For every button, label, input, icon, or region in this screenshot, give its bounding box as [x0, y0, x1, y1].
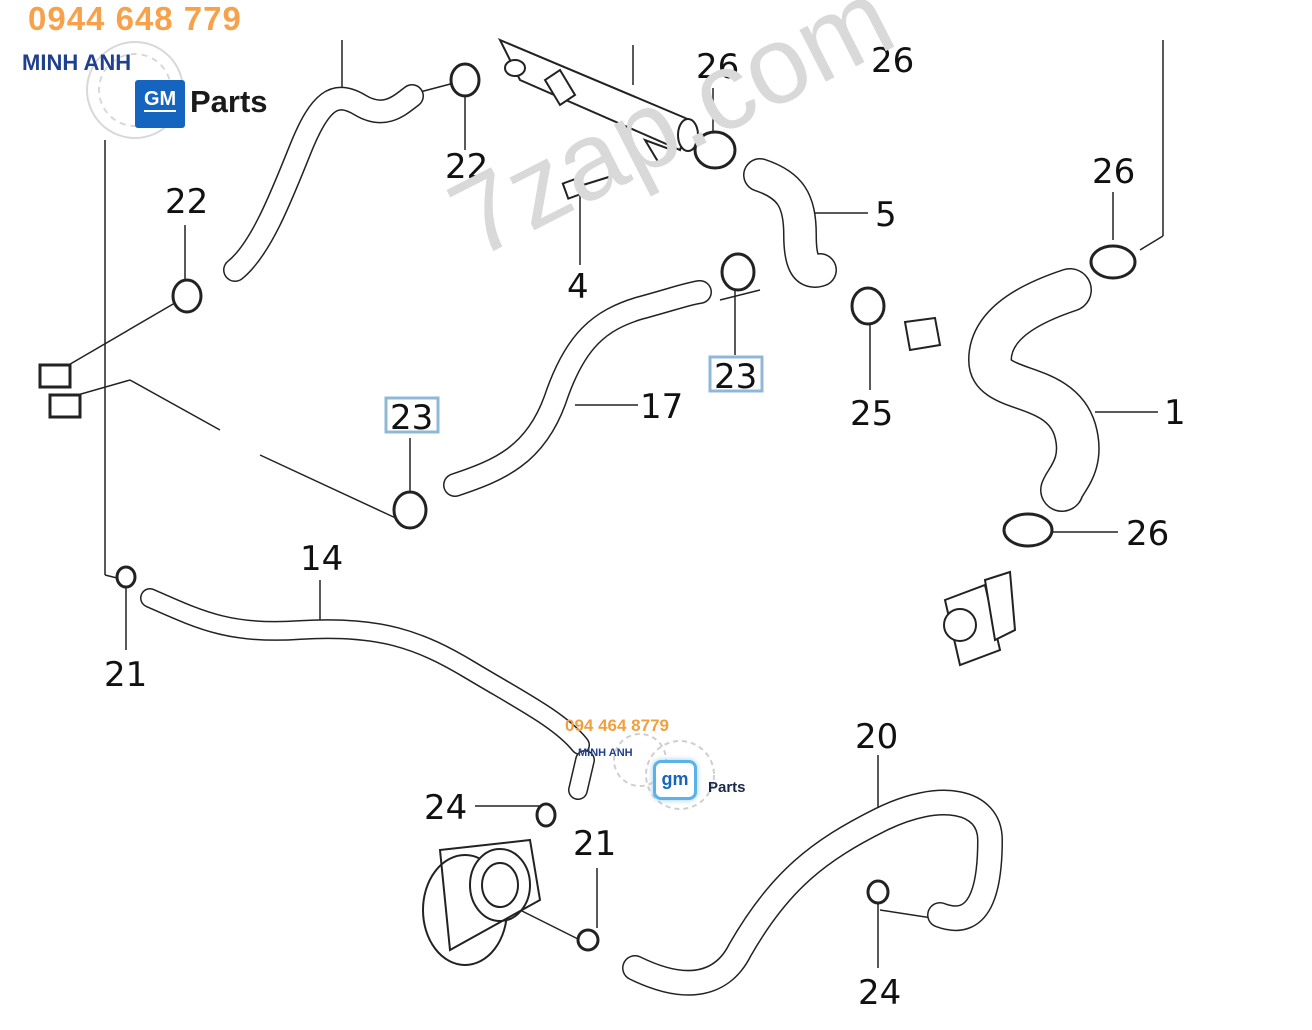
callout-21-bottom: 21 [573, 824, 616, 864]
hoses [140, 84, 1100, 996]
clamp-24-left [535, 802, 557, 828]
clamps [38, 62, 1137, 952]
callout-14: 14 [300, 539, 343, 579]
clamp-26-top [693, 130, 737, 170]
brand-watermark-top: MINH ANH [22, 50, 132, 75]
phone-watermark-mid: 094 464 8779 [565, 716, 669, 735]
leader-lines [59, 40, 1164, 968]
pipe-assembly [497, 38, 942, 352]
callout-1: 1 [1164, 393, 1186, 433]
callout-21-left: 21 [104, 655, 147, 695]
callout-4: 4 [567, 267, 589, 307]
thermostat-housing [943, 570, 1017, 667]
callout-23-left-box [384, 396, 440, 434]
clamp-22-top [449, 62, 481, 98]
clamp-23-right [720, 252, 756, 292]
callout-26-top: 26 [696, 47, 739, 87]
callout-22-left: 22 [165, 182, 208, 222]
clamp-25 [850, 286, 886, 326]
gm-logo-text: GM [144, 88, 177, 112]
clamp-24-bottom [866, 879, 890, 905]
clamp-21-left [115, 565, 137, 589]
callout-24-left: 24 [424, 788, 467, 828]
callout-22-top: 22 [445, 147, 488, 187]
callout-26-right: 26 [1092, 152, 1135, 192]
clamp-26-lower [1002, 512, 1054, 548]
bolt-4 [561, 175, 613, 200]
phone-watermark-top: 0944 648 779 [28, 0, 242, 37]
callout-5: 5 [875, 195, 897, 235]
callout-26-lower: 26 [1126, 514, 1169, 554]
parts-watermark-top: Parts [190, 84, 268, 119]
clamp-21-bottom [576, 928, 600, 952]
callout-17: 17 [640, 387, 683, 427]
callout-23-right: 23 [714, 357, 757, 397]
clamp-22-left [171, 278, 203, 314]
callout-25: 25 [850, 394, 893, 434]
callout-24-bottom: 24 [858, 973, 901, 1013]
callout-23-left: 23 [390, 398, 433, 438]
callout-26-topright: 26 [871, 41, 914, 81]
clamp-26-right [1089, 244, 1137, 280]
callout-numbers: 26 26 26 22 22 5 4 23 23 17 25 1 26 14 2… [104, 41, 1186, 1013]
brand-watermark-mid: MINH ANH [578, 747, 633, 759]
hose-20 [622, 789, 1003, 996]
callout-20: 20 [855, 717, 898, 757]
parts-watermark-mid: Parts [708, 779, 746, 796]
gm-logo-top: GM [135, 80, 185, 128]
throttle-body [422, 838, 542, 966]
gm-logo-mid: gm [653, 760, 697, 800]
clamp-23-left [392, 490, 428, 530]
callout-23-right-box [708, 355, 764, 393]
